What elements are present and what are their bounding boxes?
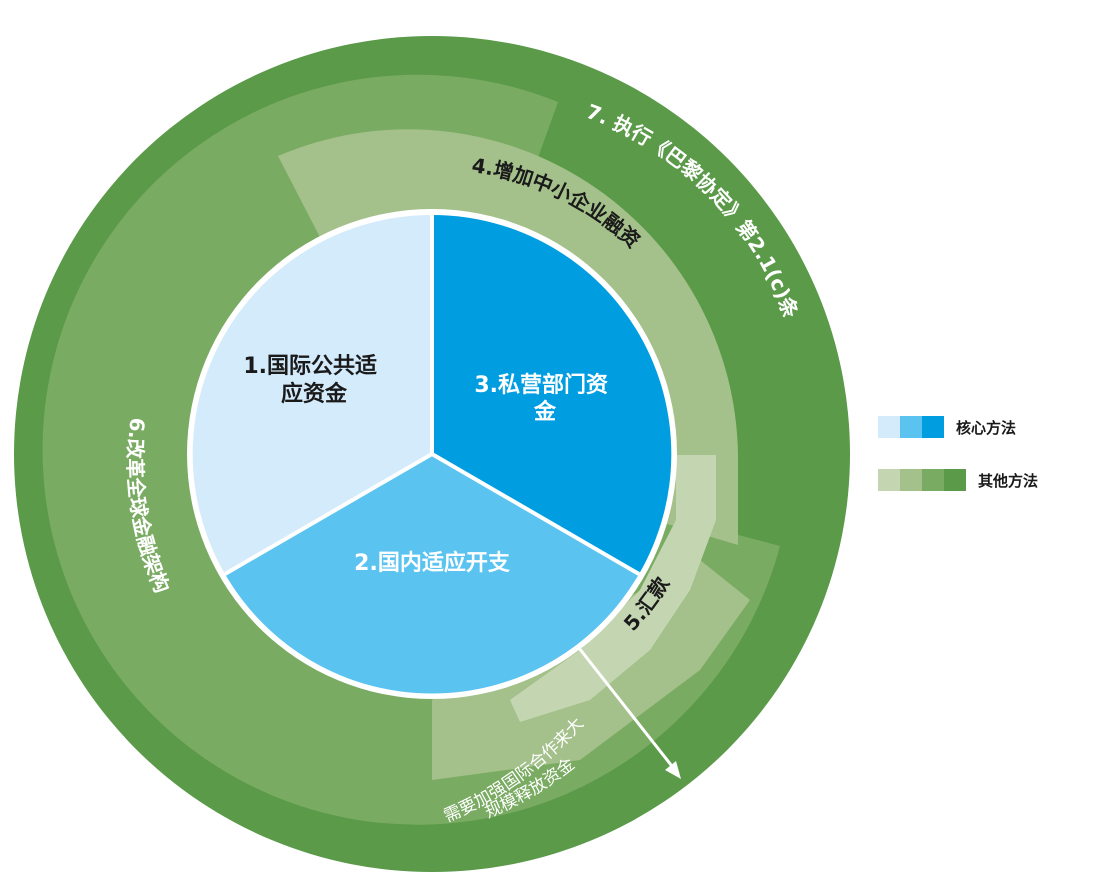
core-slice-3 <box>432 214 672 574</box>
legend-core: 核心方法 <box>878 416 1016 438</box>
core-label-1: 1.国际公共适 应资金 <box>243 354 384 407</box>
legend-other-swatch-2 <box>900 469 922 491</box>
ring-5 <box>510 455 716 722</box>
arrow-head <box>665 761 681 779</box>
core-label-3: 3.私营部门资 金 <box>474 372 615 425</box>
core-label-1-line2: 应资金 <box>281 381 348 407</box>
core-slice-1 <box>192 214 432 574</box>
core-label-1-line1: 1.国际公共适 <box>243 354 377 379</box>
legend-core-label: 核心方法 <box>956 418 1017 437</box>
core-label-3-line2: 金 <box>533 399 557 425</box>
core-label-3-line1: 3.私营部门资 <box>474 372 608 398</box>
legend-core-swatch-3 <box>922 416 944 438</box>
core-label-2: 2.国内适应开支 <box>354 550 511 576</box>
legend-other-swatch-4 <box>944 469 966 491</box>
legend-other: 其他方法 <box>878 469 1038 491</box>
legend-other-swatch-3 <box>922 469 944 491</box>
core-slice-2 <box>225 454 639 694</box>
legend-other-swatch-1 <box>878 469 900 491</box>
arrow-line <box>577 647 677 771</box>
legend-other-label: 其他方法 <box>978 471 1039 490</box>
core-divider <box>223 452 434 576</box>
core-divider <box>430 452 641 576</box>
legend-core-swatch-1 <box>878 416 900 438</box>
legend-core-swatch-2 <box>900 416 922 438</box>
